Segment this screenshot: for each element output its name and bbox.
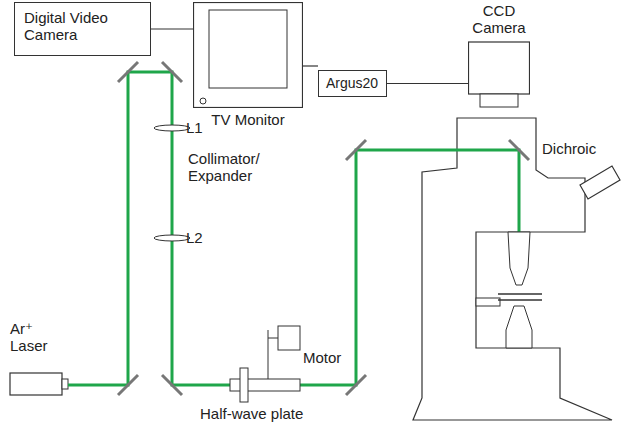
stage-arm <box>476 298 500 306</box>
mirror <box>346 140 366 160</box>
dichroic-mirror <box>509 140 529 160</box>
sample-slide <box>498 293 542 295</box>
node-label: TV Monitor <box>193 111 303 128</box>
laser-beam <box>68 72 519 385</box>
camera-mount <box>480 94 518 107</box>
mirror <box>118 375 138 395</box>
eyepiece <box>580 166 620 199</box>
motor-rod <box>268 330 269 379</box>
monitor-screen <box>209 10 287 88</box>
laser-nozzle <box>62 379 68 389</box>
part-label: Collimator/ Expander <box>188 150 283 184</box>
tv-monitor: TV Monitor <box>193 2 303 130</box>
lens <box>154 125 190 131</box>
lens <box>154 235 190 241</box>
laser-body <box>10 373 62 395</box>
part-label: L1 <box>186 119 203 136</box>
node-label: Argus20 <box>319 71 386 96</box>
monitor-knob <box>200 98 206 104</box>
half-wave-plate <box>240 368 248 402</box>
part-label: Ar⁺ Laser <box>10 320 55 354</box>
part-label: Dichroic <box>542 140 596 157</box>
node-label: Digital Video Camera <box>15 3 129 43</box>
mirror <box>162 62 182 82</box>
mirror <box>118 62 138 82</box>
signal-cable <box>151 28 193 29</box>
device-box: Digital Video Camera <box>14 2 151 56</box>
part-label: Half-wave plate <box>200 405 303 422</box>
node-label: CCD Camera <box>468 2 530 36</box>
motor-box <box>278 326 300 350</box>
motor-rod <box>268 338 278 339</box>
mirror <box>162 375 182 395</box>
condenser <box>506 306 532 348</box>
processor-box: Argus20 <box>318 70 387 97</box>
signal-cable <box>387 83 468 84</box>
microscope-body <box>413 118 612 420</box>
camera-body <box>469 42 530 94</box>
mirror <box>346 375 366 395</box>
part-label: Motor <box>303 349 341 366</box>
part-label: L2 <box>186 229 203 246</box>
signal-cable <box>303 65 318 66</box>
sample-slide <box>498 299 542 301</box>
monitor-case <box>194 3 303 108</box>
objective <box>508 232 530 285</box>
ccd-camera: CCD Camera <box>468 2 530 108</box>
monitor-outline <box>193 2 303 108</box>
